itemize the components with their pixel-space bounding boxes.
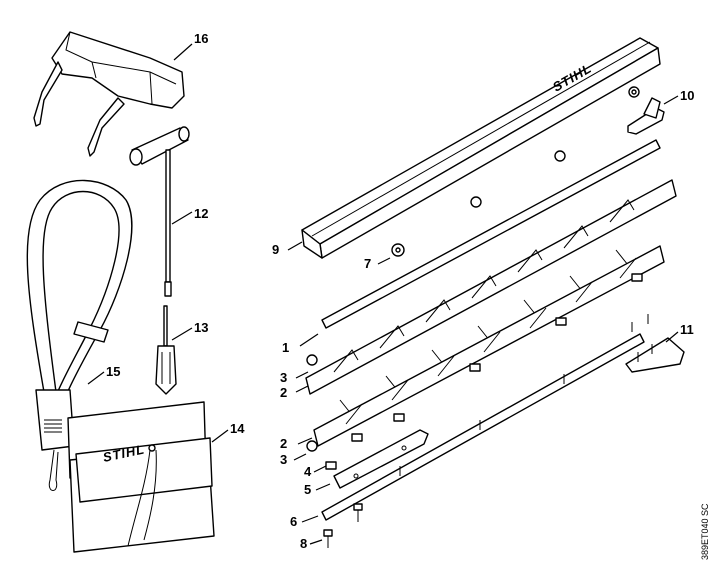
callout-8: 8 (300, 536, 307, 551)
combination-wrench (129, 126, 190, 297)
callout-15: 15 (106, 364, 120, 379)
callout-3-upper: 3 (280, 370, 287, 385)
shoe-bracket (625, 337, 685, 373)
safety-glasses (33, 31, 185, 157)
guide-plate (333, 429, 429, 489)
callout-3-lower: 3 (280, 452, 287, 467)
screws (323, 503, 363, 548)
callout-9: 9 (272, 242, 279, 257)
callout-12: 12 (194, 206, 208, 221)
callout-13: 13 (194, 320, 208, 335)
end-bracket (627, 86, 665, 135)
callout-7: 7 (364, 256, 371, 271)
callout-16: 16 (194, 31, 208, 46)
slide-blocks (325, 273, 643, 470)
tool-pouch (67, 401, 215, 553)
screwdriver (155, 305, 177, 395)
callout-10: 11 (680, 322, 694, 337)
callout-5: 5 (304, 482, 311, 497)
callout-1: 1 (282, 340, 289, 355)
callout-4: 4 (304, 464, 312, 479)
long-flat-bar (321, 314, 649, 521)
harness-strap (26, 179, 133, 491)
callout-11: 10 (680, 88, 694, 103)
drawing-code: 389ET040 SC (700, 503, 710, 560)
callout-6: 6 (290, 514, 297, 529)
callout-14: 14 (230, 421, 245, 436)
callout-2-upper: 2 (280, 385, 287, 400)
lower-cutter-blade (313, 245, 665, 447)
flat-bar (321, 139, 661, 329)
callout-2-lower: 2 (280, 436, 287, 451)
upper-cutter-blade (305, 179, 677, 421)
blade-rail (301, 37, 661, 259)
nuts (391, 150, 566, 257)
